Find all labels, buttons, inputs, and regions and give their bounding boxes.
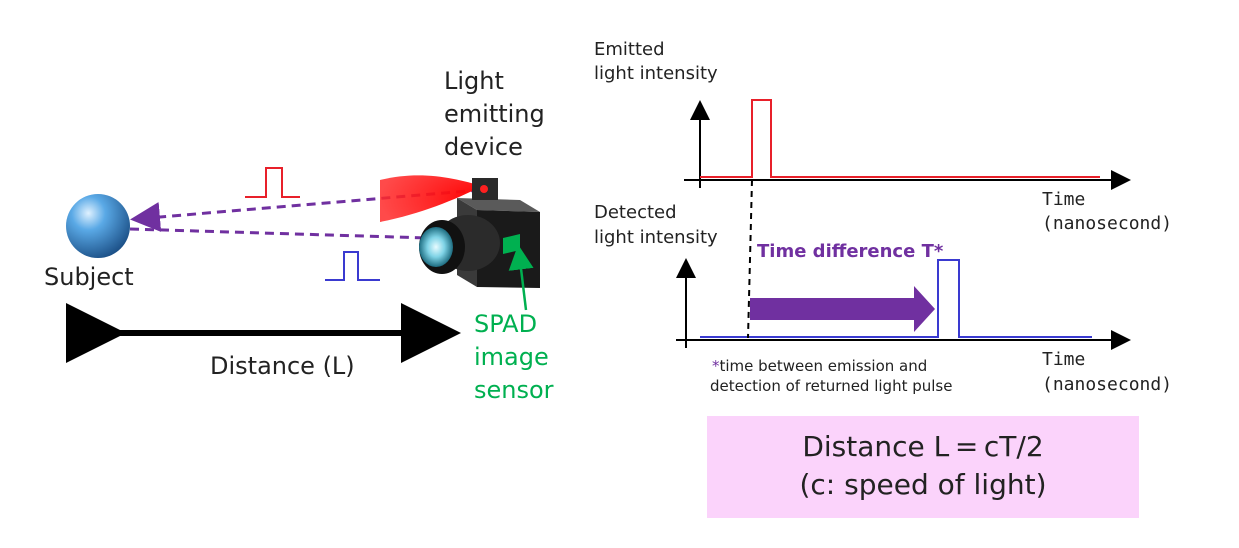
camera-icon (380, 175, 540, 288)
emitted-ylabel-line2: light intensity (594, 63, 718, 84)
footnote-line2: detection of returned light pulse (710, 377, 953, 395)
detected-xlabel-line2: (nanosecond) (1042, 374, 1173, 395)
device-label-line1: Light (444, 67, 504, 95)
device-label-line3: device (444, 133, 523, 161)
detected-ylabel-line1: Detected (594, 202, 677, 223)
emitted-ray (130, 188, 481, 232)
detected-pulse-trace (700, 259, 1092, 338)
formula-box: Distance L = cT/2 (c: speed of light) (707, 416, 1139, 518)
device-label-line2: emitting (444, 100, 545, 128)
returning-pulse-glyph (325, 251, 380, 281)
subject-sphere (66, 194, 130, 258)
formula-line1: Distance L = cT/2 (802, 430, 1044, 463)
footnote-star: * (712, 357, 720, 375)
emitted-xlabel-line2: (nanosecond) (1042, 213, 1173, 234)
emitted-xlabel-line1: Time (1042, 189, 1086, 210)
time-difference-arrow (750, 286, 935, 332)
sensor-label-line3: sensor (474, 376, 554, 404)
emission-time-marker (747, 179, 753, 339)
footnote-line1: *time between emission and (712, 357, 928, 375)
detected-xlabel-line1: Time (1042, 349, 1086, 370)
formula-line2: (c: speed of light) (799, 468, 1047, 501)
outgoing-pulse-glyph (245, 167, 300, 198)
distance-label: Distance (L) (210, 352, 355, 380)
detected-ylabel-line2: light intensity (594, 227, 718, 248)
subject-label: Subject (44, 263, 134, 291)
footnote-text-1: time between emission and (719, 357, 928, 375)
sensor-label-line1: SPAD (474, 310, 538, 338)
time-difference-label: Time difference T* (757, 241, 944, 262)
sensor-pointer (508, 244, 534, 311)
emitted-pulse-trace (700, 99, 1100, 178)
sensor-label-line2: image (474, 343, 549, 371)
emitted-ylabel-line1: Emitted (594, 39, 665, 60)
